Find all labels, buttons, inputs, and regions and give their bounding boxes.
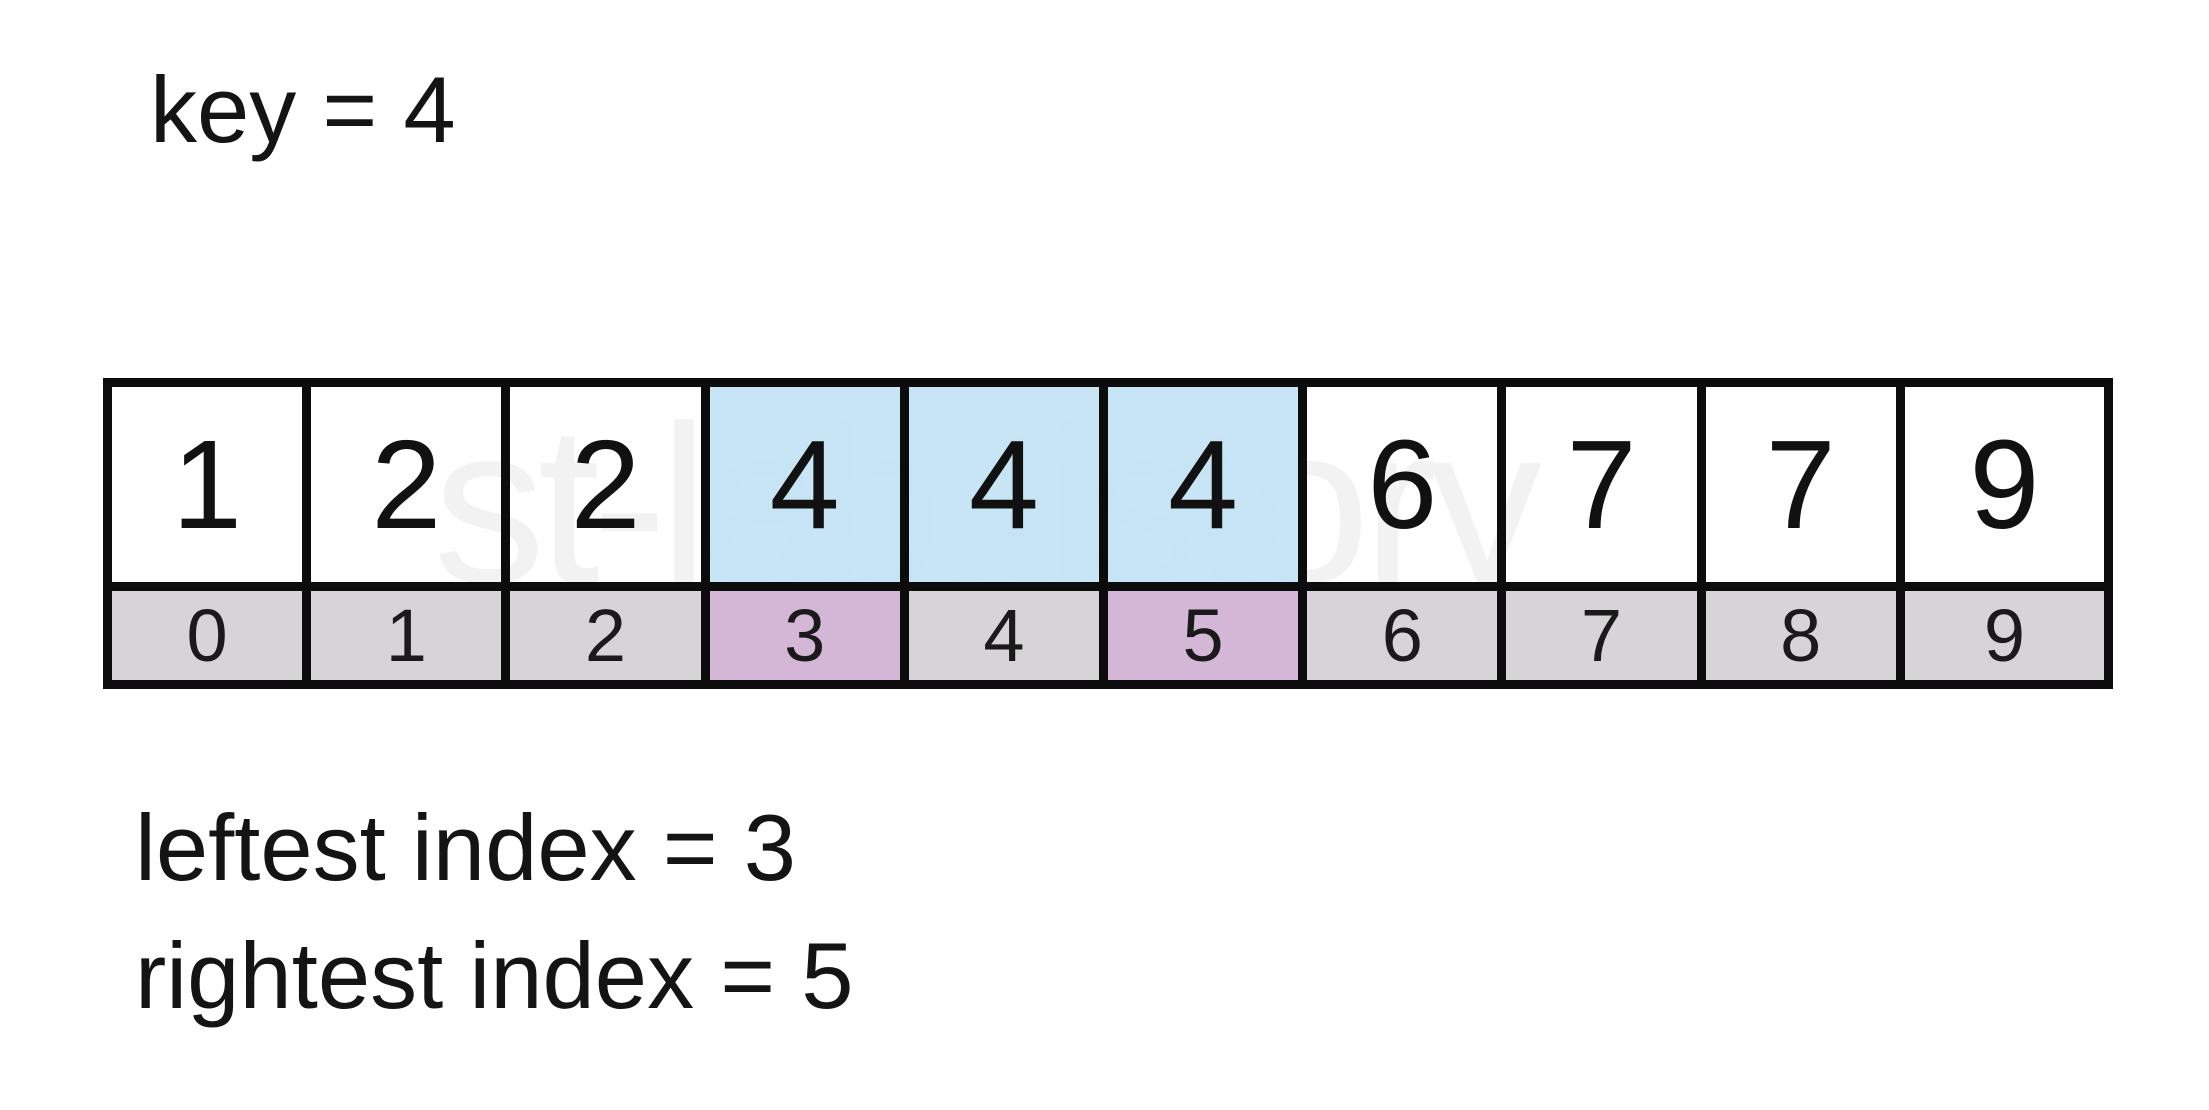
array-value-cell: 4 <box>1107 387 1308 591</box>
array-value-cell: 7 <box>1705 387 1905 591</box>
array-index-cell: 5 <box>1107 591 1308 680</box>
leftest-index-label: leftest index = 3 <box>135 795 797 900</box>
array-value-cell: 7 <box>1506 387 1706 591</box>
array-value-cell: 9 <box>1904 387 2104 591</box>
array-index-cell: 0 <box>112 591 312 680</box>
array-index-cell: 4 <box>908 591 1108 680</box>
array-value-cell: 4 <box>709 387 909 591</box>
array-value-cell: 4 <box>908 387 1108 591</box>
key-label: key = 4 <box>150 57 456 162</box>
array-value-cell: 6 <box>1307 387 1507 591</box>
array-index-cell: 8 <box>1705 591 1905 680</box>
array-index-cell: 7 <box>1506 591 1706 680</box>
rightest-index-label: rightest index = 5 <box>135 923 854 1028</box>
array-index-cell: 1 <box>311 591 511 680</box>
array-index-cell: 6 <box>1307 591 1507 680</box>
array-index-cell: 3 <box>709 591 909 680</box>
array-value-cell: 1 <box>112 387 312 591</box>
array-value-cell: 2 <box>510 387 710 591</box>
array-index-cell: 9 <box>1904 591 2104 680</box>
array-value-cell: 2 <box>311 387 511 591</box>
array-index-cell: 2 <box>510 591 710 680</box>
